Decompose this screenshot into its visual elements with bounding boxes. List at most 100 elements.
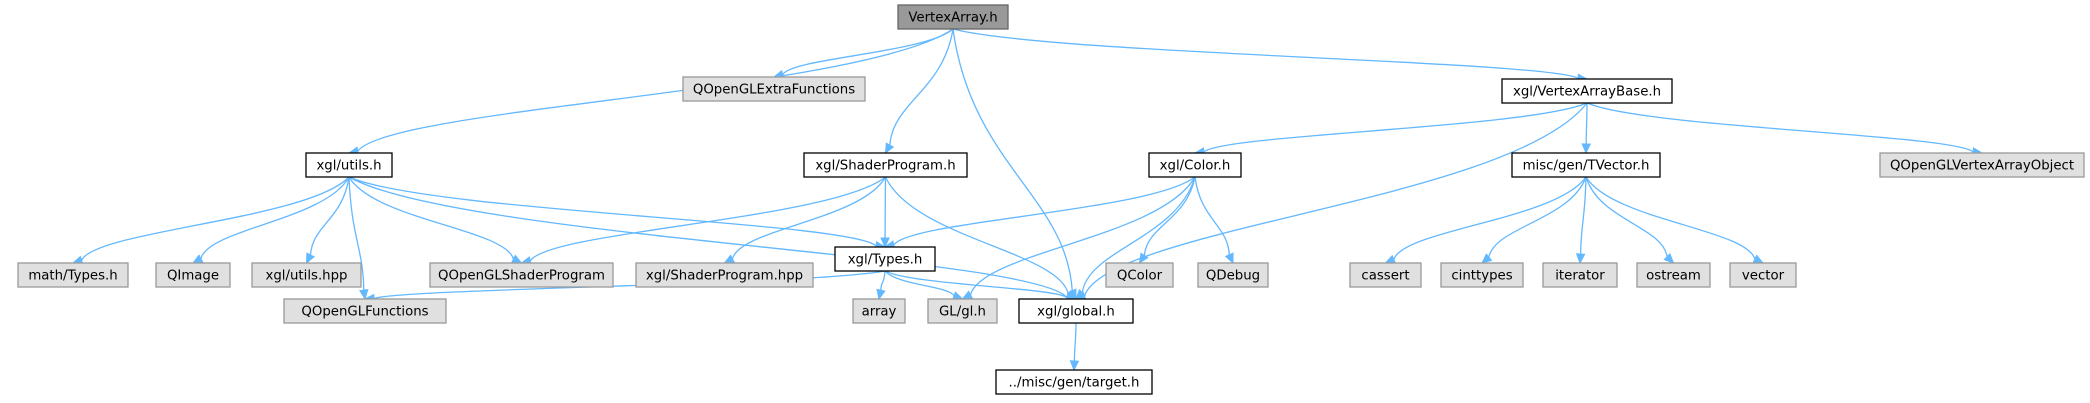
node-array: array bbox=[852, 298, 906, 324]
node-tvector[interactable]: misc/gen/TVector.h bbox=[1511, 152, 1661, 178]
node-box-qcolor bbox=[1105, 262, 1174, 288]
edge-types-to-global bbox=[884, 270, 1068, 299]
node-shaderprogram[interactable]: xgl/ShaderProgram.h bbox=[803, 152, 968, 178]
node-qopenglextra: QOpenGLExtraFunctions bbox=[682, 76, 866, 102]
arrowhead-vertexarraybase-to-tvector bbox=[1581, 143, 1591, 155]
node-qimage: QImage bbox=[155, 262, 231, 288]
arrowhead-tvector-to-cinttypes bbox=[1481, 253, 1493, 264]
node-box-cassert bbox=[1349, 262, 1422, 288]
node-box-color bbox=[1148, 152, 1242, 178]
node-utilshpp: xgl/utils.hpp bbox=[251, 262, 362, 288]
node-box-qvao bbox=[1879, 152, 2085, 178]
node-qglfunctions: QOpenGLFunctions bbox=[283, 298, 447, 324]
node-box-types bbox=[834, 246, 936, 272]
node-label-types: xgl/Types.h bbox=[848, 253, 923, 268]
node-box-tvector bbox=[1511, 152, 1661, 178]
arrowhead-color-to-global bbox=[1075, 288, 1087, 300]
arrowhead-tvector-to-iterator bbox=[1575, 253, 1586, 265]
node-box-utils bbox=[305, 152, 393, 178]
edges-layer bbox=[71, 28, 1984, 372]
edge-shaderprogram-to-qshaderprog bbox=[529, 176, 886, 262]
edge-vertexarray-to-shaderprogram bbox=[889, 28, 954, 146]
edge-global-to-target bbox=[1073, 322, 1077, 362]
arrowhead-types-to-array bbox=[876, 288, 886, 301]
edge-utils-to-types bbox=[348, 176, 877, 247]
node-label-qvao: QOpenGLVertexArrayObject bbox=[1890, 159, 2074, 174]
arrowhead-vertexarray-to-shaderprogram bbox=[884, 142, 895, 155]
node-label-global: xgl/global.h bbox=[1037, 305, 1115, 320]
node-vertexarraybase[interactable]: xgl/VertexArrayBase.h bbox=[1501, 78, 1673, 104]
node-box-target bbox=[995, 369, 1153, 395]
node-iterator: iterator bbox=[1542, 262, 1618, 288]
arrowhead-color-to-qdebug bbox=[1224, 252, 1234, 265]
node-label-vertexarray: VertexArray.h bbox=[908, 11, 997, 26]
edge-tvector-to-iterator bbox=[1579, 176, 1587, 255]
edge-vertexarray-to-qopenglextra bbox=[782, 28, 954, 76]
node-box-array bbox=[852, 298, 906, 324]
arrowhead-utils-to-utilshpp bbox=[305, 252, 315, 265]
node-label-cassert: cassert bbox=[1361, 269, 1409, 284]
edge-tvector-to-vector bbox=[1585, 176, 1756, 260]
arrowhead-tvector-to-vector bbox=[1752, 254, 1765, 264]
node-cassert: cassert bbox=[1349, 262, 1422, 288]
edge-vertexarraybase-to-color bbox=[1203, 102, 1588, 153]
edge-types-to-glh bbox=[884, 270, 955, 297]
node-target[interactable]: ../misc/gen/target.h bbox=[995, 369, 1153, 395]
node-label-qcolor: QColor bbox=[1117, 269, 1163, 284]
node-box-ostream bbox=[1636, 262, 1711, 288]
node-utils[interactable]: xgl/utils.h bbox=[305, 152, 393, 178]
node-color[interactable]: xgl/Color.h bbox=[1148, 152, 1242, 178]
node-box-qglfunctions bbox=[283, 298, 447, 324]
node-box-cinttypes bbox=[1440, 262, 1524, 288]
edge-utils-to-mathtypes bbox=[81, 176, 350, 261]
node-label-qglfunctions: QOpenGLFunctions bbox=[301, 305, 428, 320]
edge-tvector-to-ostream bbox=[1585, 176, 1668, 257]
node-label-qimage: QImage bbox=[167, 269, 219, 284]
node-label-vector: vector bbox=[1742, 269, 1785, 284]
edge-utils-to-qglfunctions bbox=[348, 176, 365, 291]
edge-types-to-array bbox=[880, 270, 886, 291]
node-glh: GL/gl.h bbox=[927, 298, 998, 324]
node-label-vertexarraybase: xgl/VertexArrayBase.h bbox=[1513, 85, 1661, 100]
node-label-color: xgl/Color.h bbox=[1160, 159, 1231, 174]
edge-shaderprogram-to-shaderhpp bbox=[731, 176, 887, 259]
node-label-shaderhpp: xgl/ShaderProgram.hpp bbox=[646, 269, 803, 284]
node-box-mathtypes bbox=[17, 262, 129, 288]
node-box-vertexarraybase bbox=[1501, 78, 1673, 104]
node-types[interactable]: xgl/Types.h bbox=[834, 246, 936, 272]
node-shaderhpp: xgl/ShaderProgram.hpp bbox=[635, 262, 814, 288]
node-qshaderprog: QOpenGLShaderProgram bbox=[429, 262, 614, 288]
node-vector: vector bbox=[1729, 262, 1797, 288]
edge-vertexarraybase-to-qvao bbox=[1586, 102, 1974, 153]
arrowhead-color-to-qcolor bbox=[1138, 252, 1149, 265]
arrowhead-tvector-to-cassert bbox=[1384, 254, 1397, 264]
node-box-utilshpp bbox=[251, 262, 362, 288]
node-global[interactable]: xgl/global.h bbox=[1018, 298, 1134, 324]
node-label-ostream: ostream bbox=[1646, 269, 1701, 284]
node-vertexarray[interactable]: VertexArray.h bbox=[897, 4, 1009, 30]
node-qdebug: QDebug bbox=[1197, 262, 1269, 288]
node-box-qimage bbox=[155, 262, 231, 288]
node-box-shaderprogram bbox=[803, 152, 968, 178]
edge-vertexarray-to-vertexarraybase bbox=[952, 28, 1579, 79]
edge-utils-to-utilshpp bbox=[309, 176, 350, 255]
node-label-mathtypes: math/Types.h bbox=[28, 269, 117, 284]
edge-color-to-qdebug bbox=[1194, 176, 1231, 255]
edge-shaderprogram-to-global bbox=[884, 176, 1070, 295]
edge-utils-to-qshaderprog bbox=[348, 176, 515, 260]
edge-vertexarray-to-global bbox=[952, 28, 1073, 291]
node-label-shaderprogram: xgl/ShaderProgram.h bbox=[815, 159, 955, 174]
node-label-iterator: iterator bbox=[1555, 269, 1605, 284]
edge-utils-to-global bbox=[348, 176, 1068, 298]
node-label-qdebug: QDebug bbox=[1206, 269, 1260, 284]
edge-tvector-to-cassert bbox=[1393, 176, 1587, 260]
node-label-cinttypes: cinttypes bbox=[1451, 269, 1512, 284]
edge-color-to-qcolor bbox=[1143, 176, 1196, 256]
edge-color-to-types bbox=[893, 176, 1196, 246]
arrowhead-shaderprogram-to-types bbox=[880, 237, 890, 249]
node-box-vertexarray bbox=[897, 4, 1009, 30]
node-box-glh bbox=[927, 298, 998, 324]
node-label-qopenglextra: QOpenGLExtraFunctions bbox=[693, 83, 855, 98]
